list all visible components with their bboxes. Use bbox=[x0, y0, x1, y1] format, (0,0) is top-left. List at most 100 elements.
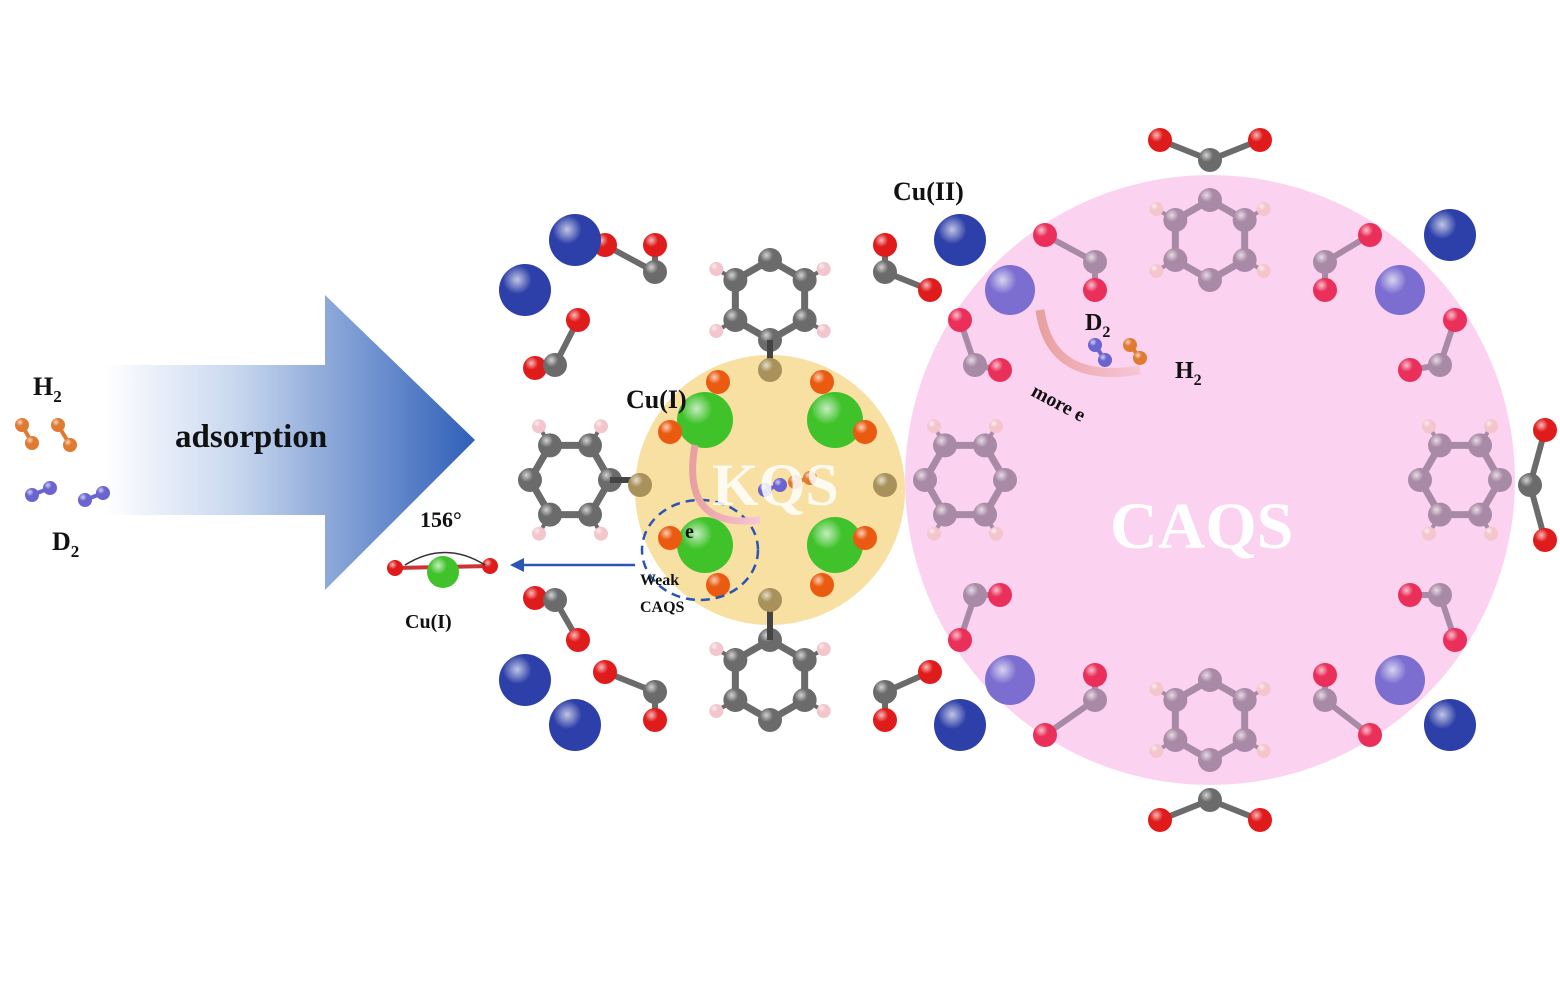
carboxyl-carbon-atom-highlight bbox=[1083, 688, 1107, 712]
benzene-carbon-atom-highlight bbox=[1488, 468, 1512, 492]
molecule-atom-highlight bbox=[63, 438, 77, 452]
carboxyl-carbon-atom-highlight bbox=[873, 680, 897, 704]
weak-caqs-line1: Weak bbox=[640, 572, 679, 589]
molecule-atom-highlight bbox=[788, 475, 802, 489]
inset-oxygen-atom-highlight bbox=[482, 558, 498, 574]
caqs-zone bbox=[905, 175, 1515, 785]
cu2-atom-highlight bbox=[499, 654, 551, 706]
benzene-carbon-atom-highlight bbox=[578, 502, 602, 527]
benzene-carbon-atom-highlight bbox=[1163, 728, 1188, 752]
molecule-atom-highlight bbox=[758, 483, 772, 497]
molecule-atom-highlight bbox=[1123, 338, 1137, 352]
benzene-carbon-atom-highlight bbox=[723, 268, 748, 292]
benzene-carbon-atom-highlight bbox=[1198, 268, 1222, 292]
carboxyl-carbon-atom-highlight bbox=[543, 588, 567, 612]
hydrogen-atom-highlight bbox=[1256, 682, 1271, 696]
carboxyl-carbon-atom-highlight bbox=[963, 583, 987, 607]
h2-label: H2 bbox=[33, 372, 62, 406]
hydrogen-atom-highlight bbox=[1422, 526, 1436, 541]
kqs-oxygen-atom-highlight bbox=[658, 526, 682, 550]
carboxyl-carbon-atom-highlight bbox=[963, 353, 987, 377]
oxygen-atom-highlight bbox=[1533, 528, 1557, 552]
oxygen-atom-highlight bbox=[1398, 583, 1422, 607]
carboxyl-carbon-atom-highlight bbox=[1083, 250, 1107, 274]
carboxyl-carbon-atom-highlight bbox=[1198, 148, 1222, 172]
cu2-atom-highlight bbox=[1375, 265, 1425, 315]
caqs-electron-arrow bbox=[1035, 309, 1141, 377]
benzene-carbon-atom-highlight bbox=[1163, 248, 1188, 272]
oxygen-atom-highlight bbox=[566, 628, 590, 652]
cu1-atom-highlight bbox=[807, 392, 863, 448]
carboxyl-carbon-atom-highlight bbox=[1428, 353, 1452, 377]
cu2-atom-highlight bbox=[549, 214, 601, 266]
benzene-carbon-atom-highlight bbox=[1163, 208, 1188, 232]
oxygen-atom-highlight bbox=[1248, 808, 1272, 832]
kqs-oxygen-atom-highlight bbox=[706, 370, 730, 394]
carboxyl-carbon-atom-highlight bbox=[1313, 250, 1337, 274]
benzene-carbon-atom-highlight bbox=[1232, 248, 1257, 272]
cu1-label: Cu(I) bbox=[626, 385, 687, 414]
oxygen-atom-highlight bbox=[1358, 223, 1382, 247]
oxygen-atom-highlight bbox=[873, 233, 897, 257]
cu2-atom-highlight bbox=[934, 699, 986, 751]
hydrogen-atom-highlight bbox=[816, 262, 831, 276]
benzene-carbon-atom-highlight bbox=[792, 268, 817, 292]
oxygen-atom-highlight bbox=[1148, 808, 1172, 832]
oxygen-atom-highlight bbox=[918, 660, 942, 684]
cu2-atom-highlight bbox=[934, 214, 986, 266]
benzene-carbon-atom-highlight bbox=[1198, 188, 1222, 212]
oxygen-atom-highlight bbox=[948, 308, 972, 332]
adsorption-label: adsorption bbox=[175, 419, 327, 455]
carboxyl-carbon-atom-highlight bbox=[873, 260, 897, 284]
molecule-atom-highlight bbox=[1133, 351, 1147, 365]
hydrogen-atom-highlight bbox=[989, 526, 1003, 541]
oxygen-atom-highlight bbox=[566, 308, 590, 332]
cu2-atom-highlight bbox=[985, 265, 1035, 315]
hydrogen-atom-highlight bbox=[709, 642, 724, 656]
oxygen-atom-highlight bbox=[1398, 358, 1422, 382]
hydrogen-atom-highlight bbox=[709, 324, 724, 338]
benzene-carbon-atom-highlight bbox=[792, 308, 817, 332]
hydrogen-atom-highlight bbox=[1149, 202, 1164, 216]
cu2-atom-highlight bbox=[1424, 699, 1476, 751]
benzene-carbon-atom-highlight bbox=[1232, 208, 1257, 232]
hydrogen-atom-highlight bbox=[1484, 526, 1498, 541]
hydrogen-atom-highlight bbox=[532, 526, 546, 541]
hydrogen-atom-highlight bbox=[1484, 419, 1498, 434]
cu2-atom-highlight bbox=[985, 655, 1035, 705]
oxygen-atom-highlight bbox=[1033, 223, 1057, 247]
benzene-carbon-atom-highlight bbox=[913, 468, 937, 492]
molecule-atom-highlight bbox=[803, 471, 817, 485]
molecule-atom-highlight bbox=[1098, 353, 1112, 367]
oxygen-atom-highlight bbox=[1248, 128, 1272, 152]
oxygen-atom-highlight bbox=[988, 583, 1012, 607]
benzene-carbon-atom-highlight bbox=[1428, 502, 1452, 527]
benzene-carbon-atom-highlight bbox=[973, 433, 997, 458]
oxygen-atom-highlight bbox=[1083, 278, 1107, 302]
kqs-carbon-atom-highlight bbox=[873, 473, 897, 497]
kqs-oxygen-atom-highlight bbox=[810, 370, 834, 394]
benzene-carbon-atom-highlight bbox=[518, 468, 542, 492]
molecule-atom-highlight bbox=[43, 481, 57, 495]
kqs-oxygen-atom-highlight bbox=[853, 526, 877, 550]
benzene-carbon-atom-highlight bbox=[933, 433, 957, 458]
hydrogen-atom-highlight bbox=[927, 526, 941, 541]
molecule-atom-highlight bbox=[25, 488, 39, 502]
molecule-atom-highlight bbox=[15, 418, 29, 432]
hydrogen-atom-highlight bbox=[1256, 202, 1271, 216]
benzene-carbon-atom-highlight bbox=[792, 688, 817, 712]
carboxyl-carbon-atom-highlight bbox=[1313, 688, 1337, 712]
hydrogen-atom-highlight bbox=[989, 419, 1003, 434]
oxygen-atom-highlight bbox=[1443, 308, 1467, 332]
inset-cu1-atom-highlight bbox=[427, 556, 459, 588]
oxygen-atom-highlight bbox=[523, 586, 547, 610]
oxygen-atom-highlight bbox=[643, 233, 667, 257]
hydrogen-atom-highlight bbox=[1422, 419, 1436, 434]
benzene-carbon-atom-highlight bbox=[758, 248, 782, 272]
benzene-carbon-atom-highlight bbox=[578, 433, 602, 458]
hydrogen-atom-highlight bbox=[1149, 264, 1164, 278]
benzene-carbon-atom-highlight bbox=[758, 708, 782, 732]
oxygen-atom-highlight bbox=[1313, 663, 1337, 687]
